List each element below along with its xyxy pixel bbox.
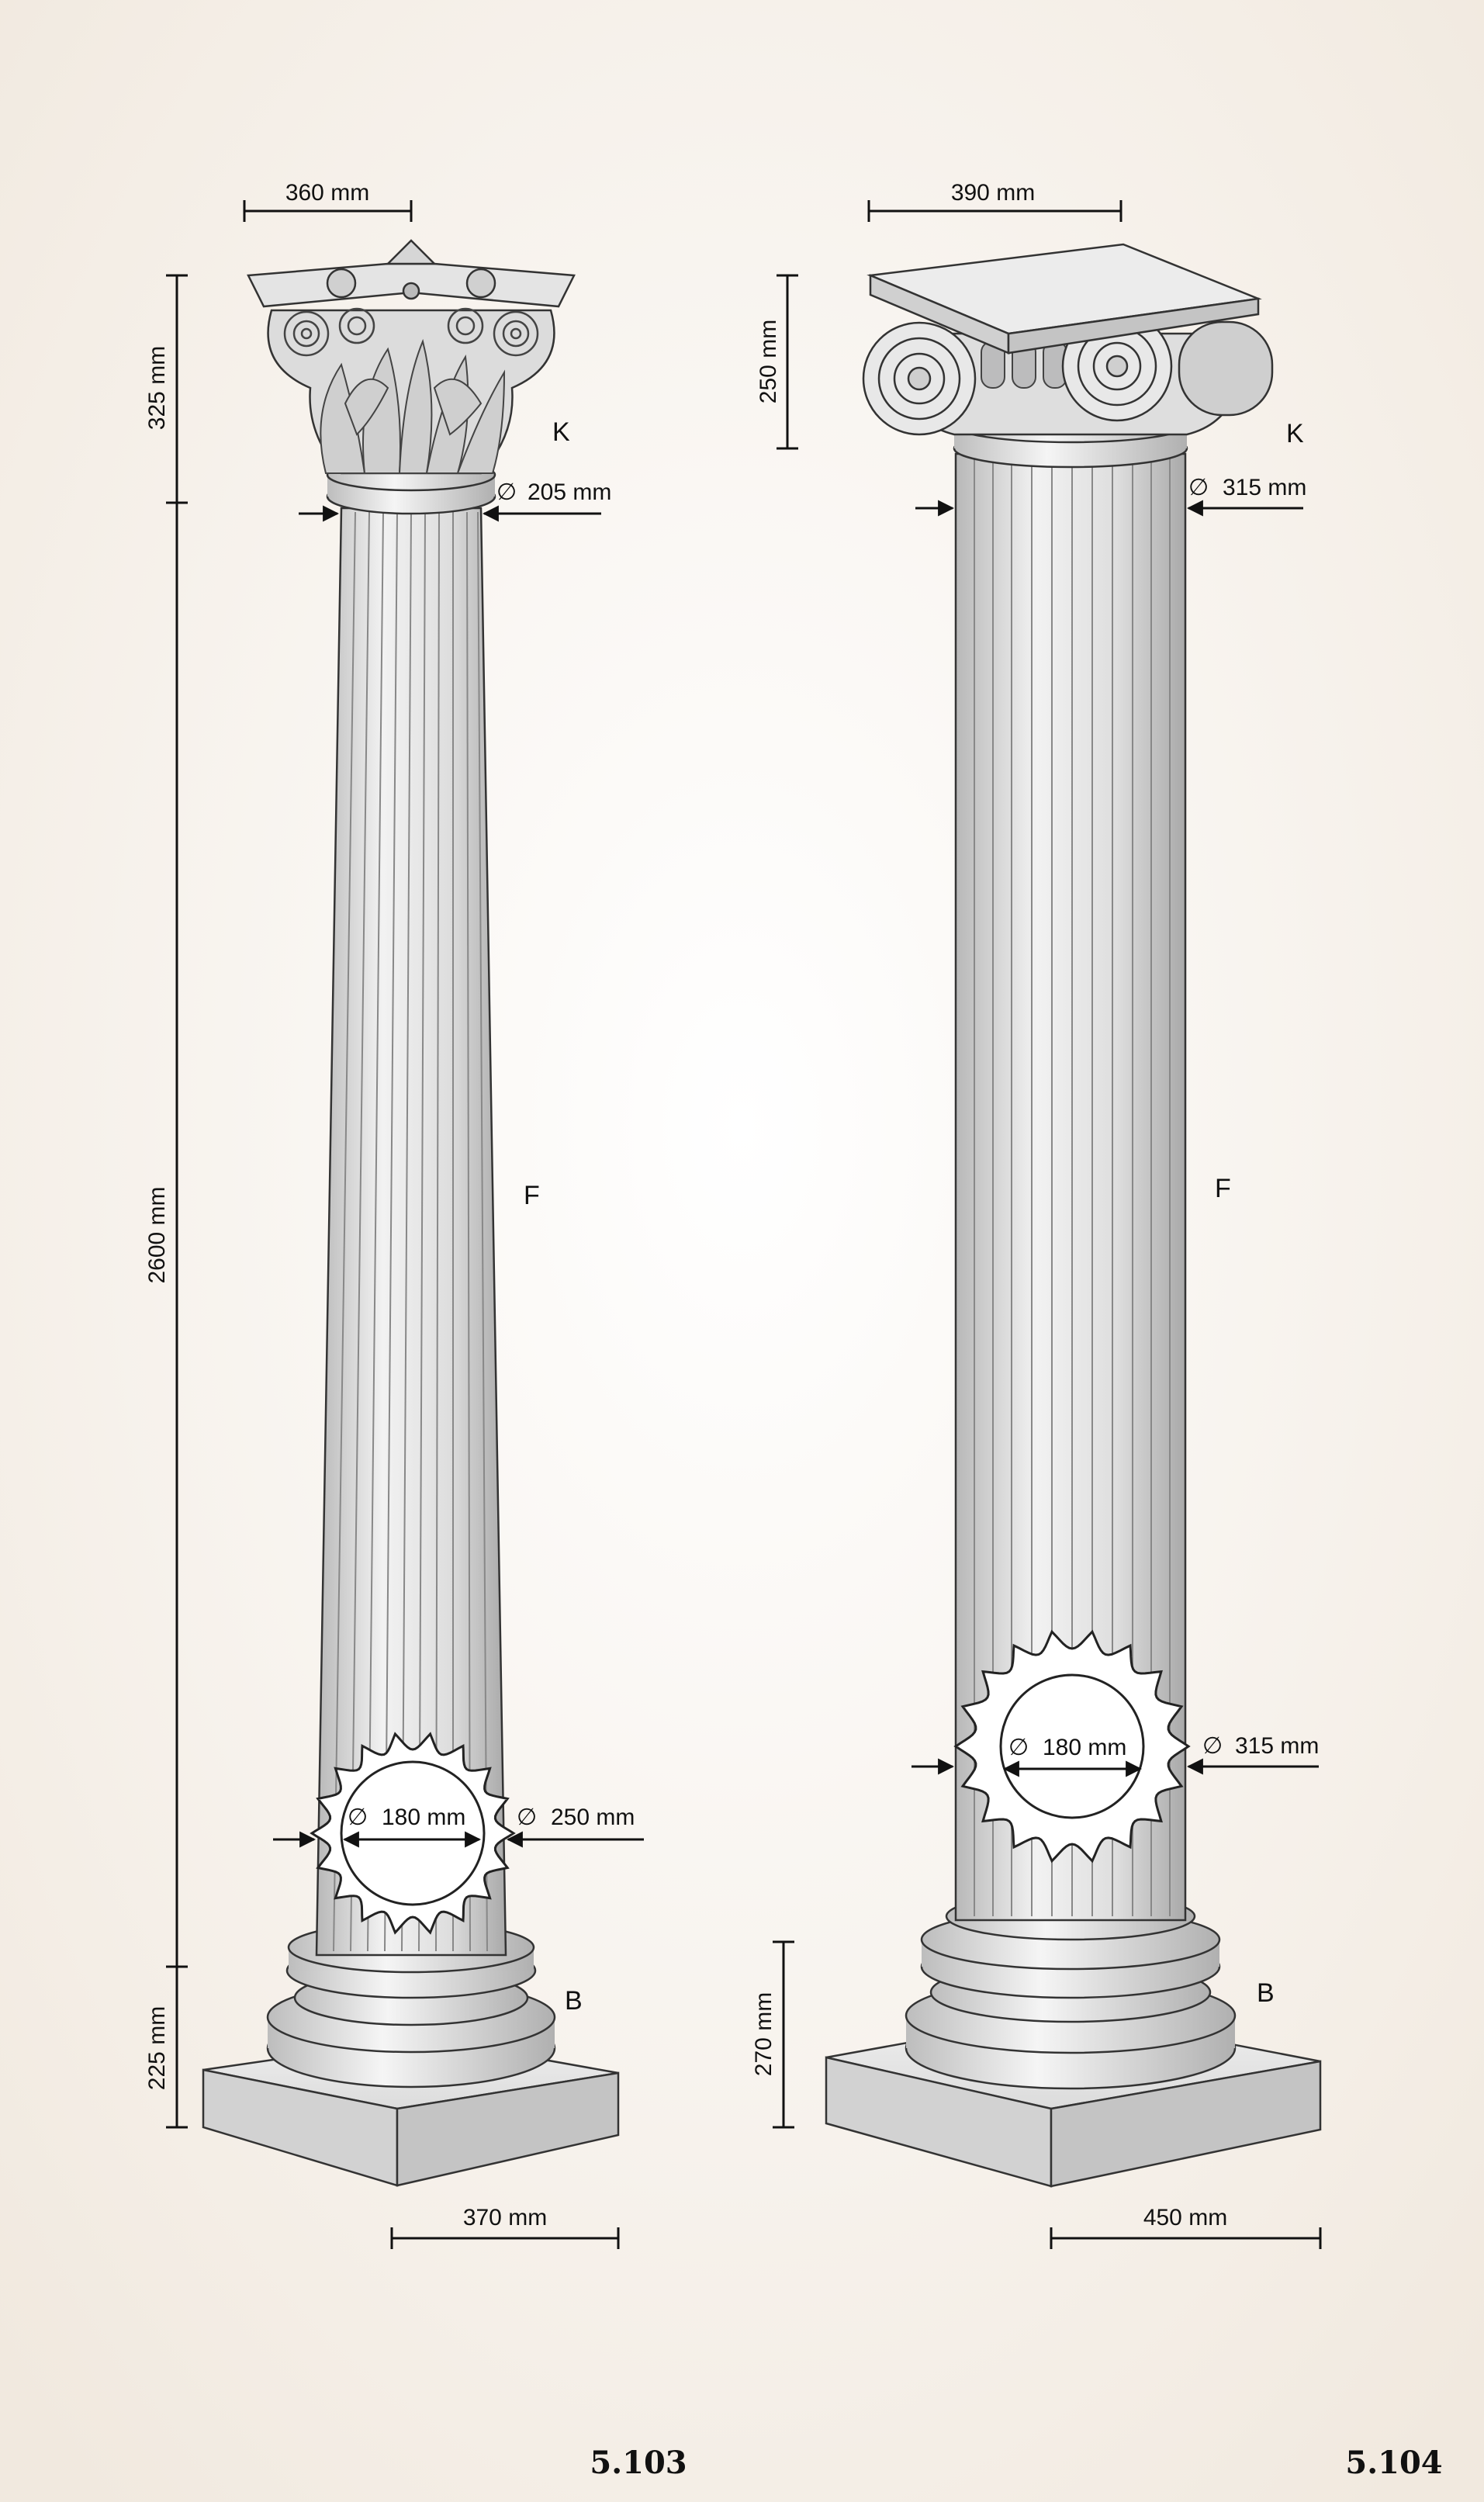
corinthian-capital-width: 360 mm	[285, 180, 369, 206]
ionic-label-capital: K	[1286, 419, 1304, 448]
corinthian-bottom-diameter: 250 mm	[551, 1805, 635, 1830]
ionic-capital-width: 390 mm	[951, 180, 1035, 206]
ionic-section	[953, 1629, 1191, 1864]
dimension-lines	[166, 200, 1322, 2249]
corinthian-core-diameter: 180 mm	[382, 1805, 465, 1830]
ionic-code: 5.104	[1345, 2445, 1442, 2481]
corinthian-base-height: 225 mm	[144, 2006, 170, 2090]
ionic-label-base: B	[1257, 1978, 1275, 2008]
corinthian-label-base: B	[565, 1986, 583, 2016]
corinthian-core-diameter-symbol: ∅	[348, 1805, 368, 1830]
ionic-bottom-diameter-symbol: ∅	[1202, 1733, 1223, 1759]
ionic-top-diameter-symbol: ∅	[1188, 475, 1209, 500]
corinthian-label-capital: K	[552, 417, 570, 447]
corinthian-top-diameter: 205 mm	[528, 479, 611, 505]
corinthian-code: 5.103	[590, 2445, 687, 2481]
ionic-capital-height: 250 mm	[756, 320, 781, 403]
ionic-top-diameter: 315 mm	[1223, 475, 1306, 500]
ionic-base-height: 270 mm	[751, 1992, 777, 2076]
corinthian-plinth-width: 370 mm	[463, 2205, 547, 2230]
ionic-label-shaft: F	[1215, 1174, 1231, 1203]
corinthian-capital-height: 325 mm	[144, 346, 170, 430]
ionic-plinth-width: 450 mm	[1143, 2205, 1227, 2230]
corinthian-label-shaft: F	[524, 1181, 540, 1210]
corinthian-bottom-diameter-symbol: ∅	[517, 1805, 537, 1830]
corinthian-column	[202, 239, 620, 2187]
ionic-bottom-diameter: 315 mm	[1235, 1733, 1319, 1759]
ionic-core-diameter-symbol: ∅	[1008, 1735, 1029, 1760]
ionic-core-diameter: 180 mm	[1043, 1735, 1126, 1760]
corinthian-shaft-height: 2600 mm	[144, 1186, 170, 1283]
corinthian-top-diameter-symbol: ∅	[496, 479, 517, 505]
